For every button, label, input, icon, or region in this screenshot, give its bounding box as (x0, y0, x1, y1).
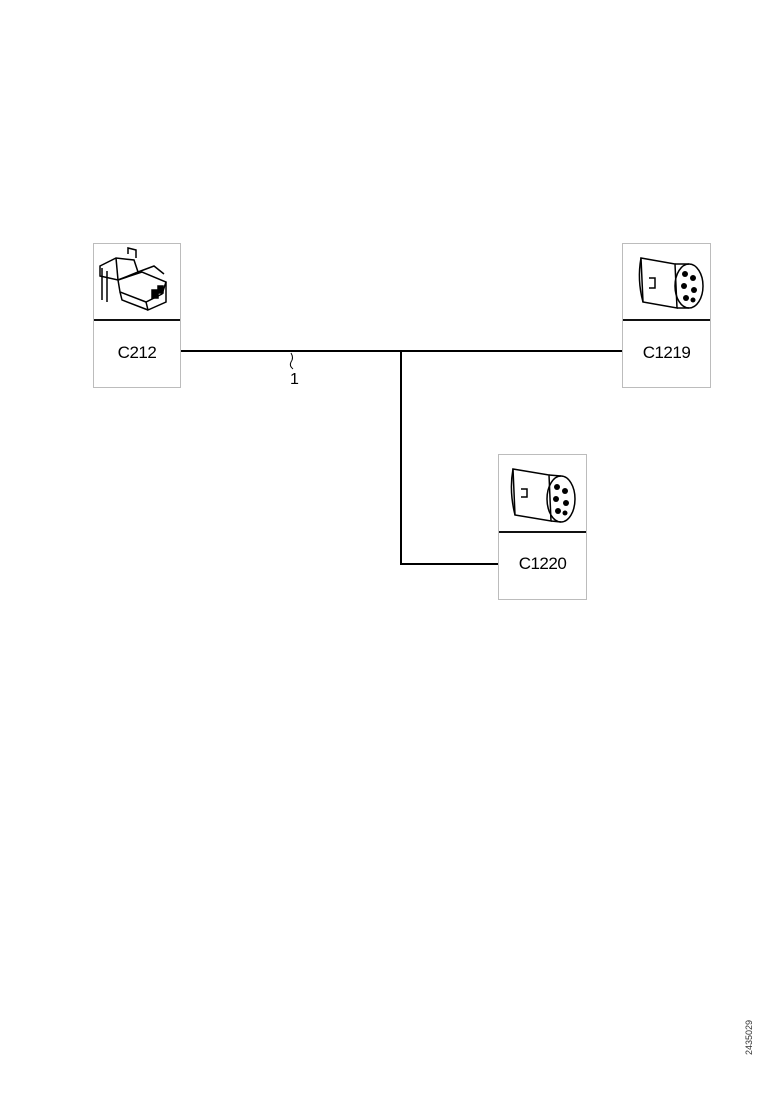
round-connector-icon (638, 257, 704, 309)
wire-number-label: 1 (290, 371, 299, 388)
connector-c1219-label: C1219 (642, 343, 691, 362)
connector-c1220[interactable]: C1220 (498, 454, 587, 600)
connector-c212-picture (94, 244, 180, 321)
connector-c212[interactable]: C212 (93, 243, 181, 388)
round-connector-icon (510, 468, 576, 523)
wire-break-mark (289, 352, 294, 370)
connector-c1220-label: C1220 (518, 554, 567, 573)
connector-c1219[interactable]: C1219 (622, 243, 711, 388)
connector-c1220-picture (499, 455, 586, 533)
connector-c1219-picture (623, 244, 710, 321)
connector-c212-label: C212 (117, 343, 157, 362)
connector-housing-icon (99, 247, 167, 312)
drawing-reference-code: 2435029 (744, 1019, 754, 1055)
